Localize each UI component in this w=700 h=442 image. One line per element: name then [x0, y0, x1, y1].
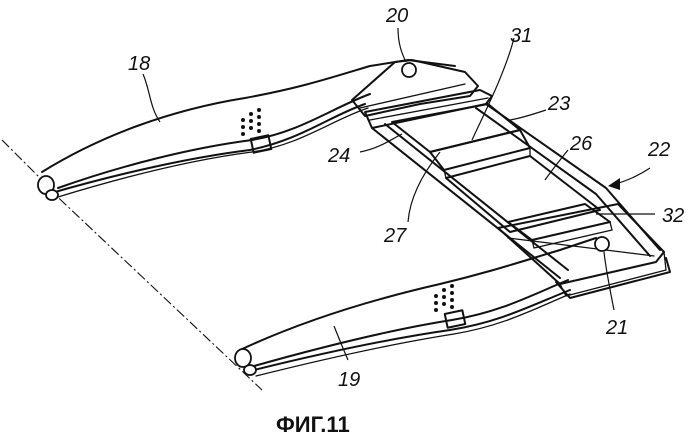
pivot-21 — [595, 237, 609, 251]
leader-23 — [510, 110, 546, 120]
arm-lower-flange — [254, 280, 568, 366]
arm-upper-flange-inner — [58, 108, 368, 197]
label-21: 21 — [605, 317, 628, 339]
arrow-22 — [616, 168, 650, 184]
arm-lower-bottom-edge — [246, 290, 570, 372]
leader-27 — [408, 152, 440, 222]
frame-rail-left-2 — [385, 124, 568, 270]
label-31: 31 — [510, 25, 532, 47]
pivot-axis-upper — [2, 140, 46, 184]
label-26: 26 — [569, 133, 593, 155]
arm-upper-head — [352, 60, 478, 116]
arm-lower-top-edge — [240, 238, 596, 350]
leader-18 — [143, 74, 160, 122]
figure-caption: ФИГ.11 — [276, 412, 350, 437]
label-19: 19 — [338, 369, 360, 391]
hole-pattern-lower — [434, 284, 454, 312]
label-22: 22 — [647, 139, 670, 161]
label-27: 27 — [383, 225, 407, 247]
leader-21 — [604, 252, 614, 310]
cross-bar-rear — [365, 90, 492, 128]
pivot-end-upper-lower — [46, 190, 58, 200]
leader-20 — [398, 28, 406, 62]
arm-lower — [235, 238, 596, 376]
label-23: 23 — [547, 93, 570, 115]
pivot-end-lower-2 — [244, 365, 256, 375]
arrow-22-head — [608, 178, 620, 190]
label-20: 20 — [385, 5, 408, 27]
arm-upper-flange — [58, 94, 370, 188]
leader-31 — [472, 38, 514, 140]
hole-pattern-upper — [241, 108, 261, 136]
label-24: 24 — [327, 145, 350, 167]
frame-rail-left — [372, 128, 560, 278]
label-32: 32 — [662, 205, 684, 227]
pivot-20 — [402, 63, 416, 77]
leader-24 — [360, 134, 402, 152]
label-18: 18 — [128, 53, 150, 75]
leader-19 — [334, 326, 348, 360]
pivot-axis-rear — [46, 186, 262, 390]
frame-22 — [372, 104, 670, 298]
